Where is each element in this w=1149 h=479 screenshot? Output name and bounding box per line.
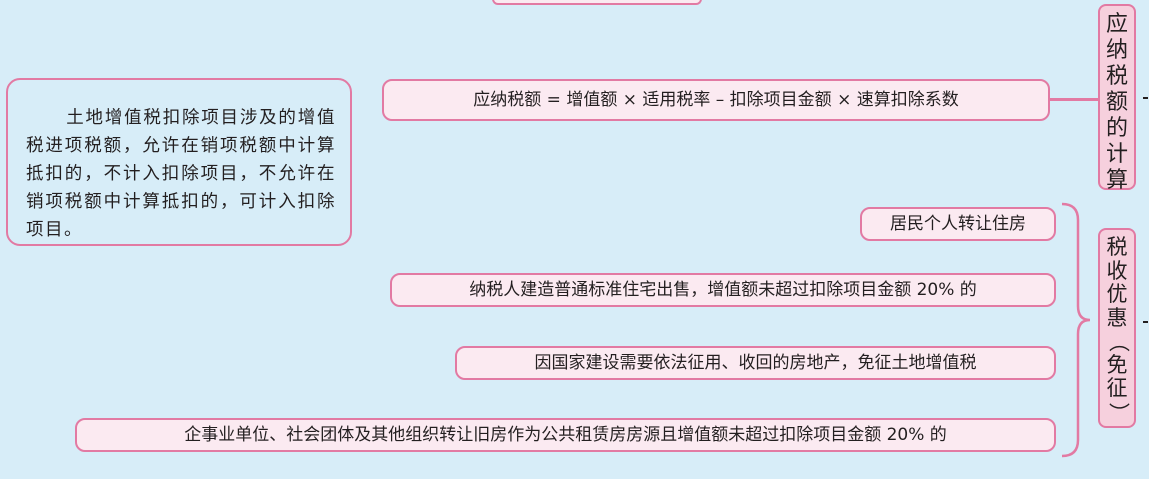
edge-mark	[1143, 97, 1148, 99]
calculation-title-char: 的	[1105, 116, 1128, 141]
preferential-title-char: 征	[1106, 376, 1128, 400]
calculation-title-char: 算	[1105, 168, 1128, 193]
preferential-item-text: 纳税人建造普通标准住宅出售，增值额未超过扣除项目金额 20% 的	[469, 279, 977, 300]
formula-text: 应纳税额 = 增值额 × 适用税率 – 扣除项目金额 × 速算扣除系数	[473, 89, 959, 110]
preferential-item-text: 居民个人转让住房	[890, 213, 1026, 234]
note-text: 土地增值税扣除项目涉及的增值税进项税额，允许在销项税额中计算抵扣的，不计入扣除项…	[26, 108, 336, 240]
cropped-node-top	[492, 0, 702, 5]
calculation-title-char: 纳	[1105, 38, 1128, 63]
preferential-item-text: 企事业单位、社会团体及其他组织转让旧房作为公共租赁房房源且增值额未超过扣除项目金…	[184, 424, 947, 445]
preferential-item-4: 企事业单位、社会团体及其他组织转让旧房作为公共租赁房房源且增值额未超过扣除项目金…	[75, 418, 1056, 452]
calculation-title-char: 计	[1105, 142, 1128, 167]
preferential-title-char: （	[1105, 331, 1130, 353]
preferential-title-char: 税	[1106, 235, 1128, 259]
brace-connector	[1061, 202, 1091, 458]
calculation-title: 应 纳 税 额 的 计 算	[1098, 4, 1136, 193]
edge-mark	[1143, 321, 1148, 323]
preferential-title: 税 收 优 惠 （ 免 征 ）	[1098, 228, 1136, 428]
preferential-title-char: 惠	[1106, 305, 1128, 330]
formula-connector	[1050, 98, 1098, 101]
formula-pill: 应纳税额 = 增值额 × 适用税率 – 扣除项目金额 × 速算扣除系数	[382, 79, 1050, 121]
preferential-item-3: 因国家建设需要依法征用、收回的房地产，免征土地增值税	[455, 346, 1056, 380]
preferential-title-char: 免	[1106, 352, 1128, 377]
preferential-item-1: 居民个人转让住房	[860, 207, 1056, 241]
preferential-title-char: ）	[1105, 401, 1130, 423]
calculation-title-char: 应	[1105, 12, 1128, 37]
calculation-title-char: 税	[1105, 64, 1128, 89]
preferential-title-char: 优	[1106, 282, 1128, 306]
note-box: 土地增值税扣除项目涉及的增值税进项税额，允许在销项税额中计算抵扣的，不计入扣除项…	[6, 78, 352, 246]
calculation-title-char: 额	[1105, 90, 1128, 115]
preferential-title-char: 收	[1106, 258, 1128, 283]
preferential-item-text: 因国家建设需要依法征用、收回的房地产，免征土地增值税	[534, 352, 977, 373]
preferential-item-2: 纳税人建造普通标准住宅出售，增值额未超过扣除项目金额 20% 的	[390, 273, 1056, 307]
